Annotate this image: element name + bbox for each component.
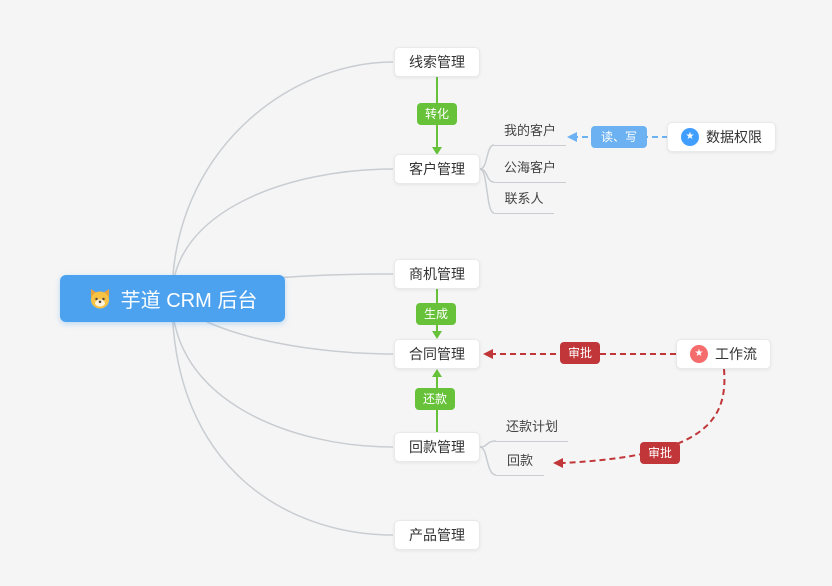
node-business-opportunity-management[interactable]: 商机管理 xyxy=(394,259,480,289)
arrow-receivable-contract-head xyxy=(432,369,442,377)
connector-receivable-repay xyxy=(479,446,497,476)
connector-customer-my xyxy=(479,144,495,170)
node-label: 商机管理 xyxy=(409,266,465,282)
node-label: 数据权限 xyxy=(706,129,762,145)
star-icon: ★ xyxy=(690,345,708,363)
arrow-business-contract-head xyxy=(432,331,442,339)
connector-root-leads xyxy=(171,61,394,299)
node-label: 线索管理 xyxy=(409,54,465,70)
arrow-workflow-contract-head xyxy=(483,349,493,359)
connector-customer-contact xyxy=(479,168,495,214)
connector-root-product xyxy=(171,297,394,536)
edge-label-repay[interactable]: 还款 xyxy=(415,388,456,410)
dog-icon xyxy=(90,288,109,308)
node-receivable-management[interactable]: 回款管理 xyxy=(394,432,480,462)
child-contacts[interactable]: 联系人 xyxy=(494,189,554,214)
node-label: 产品管理 xyxy=(409,527,465,543)
node-data-permission[interactable]: ★ 数据权限 xyxy=(667,122,776,152)
node-leads-management[interactable]: 线索管理 xyxy=(394,47,480,77)
root-node-crm-backend[interactable]: 芋道 CRM 后台 xyxy=(60,275,285,322)
connector-root-receivable xyxy=(171,297,394,448)
child-my-customers[interactable]: 我的客户 xyxy=(494,121,566,146)
edge-label-approve-contract[interactable]: 审批 xyxy=(560,342,601,364)
edge-label-approve-repayment[interactable]: 审批 xyxy=(640,442,681,464)
arrow-leads-customer-head xyxy=(432,147,442,155)
arrow-workflow-repayment-head xyxy=(553,458,563,468)
node-contract-management[interactable]: 合同管理 xyxy=(394,339,480,369)
child-repayment[interactable]: 回款 xyxy=(496,451,544,476)
node-product-management[interactable]: 产品管理 xyxy=(394,520,480,550)
node-label: 客户管理 xyxy=(409,161,465,177)
arrow-workflow-repayment-line xyxy=(561,368,726,464)
arrow-dataperm-mycustomer-head xyxy=(567,132,577,142)
edge-label-generate[interactable]: 生成 xyxy=(416,303,457,325)
edge-label-convert[interactable]: 转化 xyxy=(417,103,458,125)
node-label: 回款管理 xyxy=(409,439,465,455)
node-label: 工作流 xyxy=(715,346,757,362)
node-customer-management[interactable]: 客户管理 xyxy=(394,154,480,184)
edge-label-read-write[interactable]: 读、写 xyxy=(591,126,648,148)
root-node-label: 芋道 CRM 后台 xyxy=(120,290,258,312)
node-workflow[interactable]: ★ 工作流 xyxy=(676,339,771,369)
child-public-sea-customers[interactable]: 公海客户 xyxy=(494,158,566,183)
star-icon: ★ xyxy=(681,128,699,146)
connector-root-customer xyxy=(171,168,394,299)
connector-receivable-plan xyxy=(479,440,497,448)
node-label: 合同管理 xyxy=(409,346,465,362)
child-repayment-plan[interactable]: 还款计划 xyxy=(496,417,568,442)
